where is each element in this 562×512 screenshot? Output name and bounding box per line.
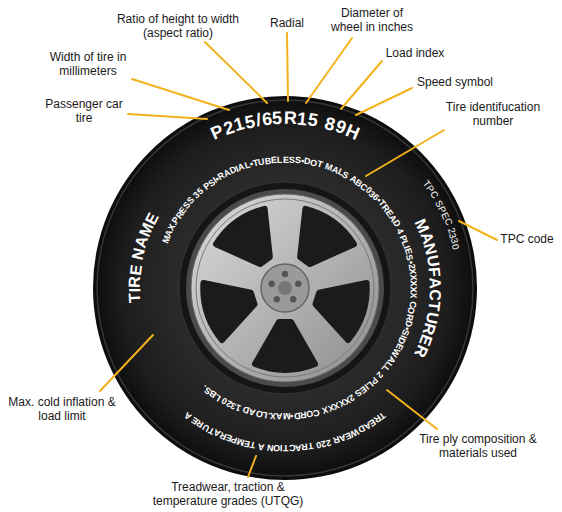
- sidewall-letter: R: [283, 109, 297, 127]
- sidewall-letter: T: [283, 443, 289, 452]
- leader-line: [341, 61, 382, 109]
- tire-name: TIRE NAME: [119, 203, 168, 314]
- leader-line: [306, 38, 352, 103]
- manufacturer-name: MANUFACTURER: [405, 210, 451, 367]
- sidewall-letter: T: [307, 441, 314, 451]
- sidewall-letter: F: [426, 266, 443, 277]
- sidewall-letter: L: [277, 155, 283, 164]
- lug-nut: [295, 281, 301, 287]
- lug-nut: [282, 271, 288, 277]
- callout-label: Passenger car tire: [44, 97, 124, 125]
- sidewall-letter: X: [407, 268, 417, 275]
- sidewall-letter: E: [283, 155, 289, 164]
- sidewall-letter: A: [427, 277, 443, 289]
- wheel-rim: [186, 189, 384, 387]
- sidewall-letter: E: [127, 264, 144, 277]
- callout-label: Treadwear, traction & temperature grades…: [144, 480, 312, 508]
- lug-nut: [290, 296, 296, 302]
- sidewall-letter: T: [316, 160, 324, 170]
- sidewall-letter: E: [271, 156, 278, 165]
- sidewall-letter: N: [267, 443, 274, 453]
- leader-line: [128, 114, 207, 119]
- leader-line: [459, 221, 497, 240]
- spoke-hole: [255, 322, 315, 370]
- sidewall-letter: I: [127, 288, 143, 293]
- sidewall-letter: C: [288, 443, 295, 452]
- center-cap: [278, 281, 292, 295]
- sidewall-letter: O: [273, 443, 280, 452]
- sidewall-letter: 6: [261, 109, 273, 128]
- leader-line: [387, 390, 437, 429]
- rim-lip: [186, 189, 384, 387]
- sidewall-letter: 5: [272, 109, 283, 127]
- sidewall-letter: X: [408, 280, 417, 286]
- callout-label: Load index: [370, 46, 460, 60]
- tread-edge: [97, 100, 473, 476]
- leader-line: [366, 130, 444, 176]
- utqg-marking: TREADWEAR 220 TRACTION A TEMPERATURE A: [179, 406, 391, 457]
- callout-label: TPC code: [496, 232, 558, 246]
- sidewall-letter: I: [280, 443, 283, 452]
- sidewall-letter: C: [427, 289, 444, 301]
- sidewall-letter: M: [283, 411, 291, 420]
- lug-nut: [274, 296, 280, 302]
- leader-line: [287, 33, 288, 101]
- callout-label: Width of tire in millimeters: [46, 50, 130, 78]
- sidewall-letter: 0: [451, 243, 461, 250]
- wheel-hub: [261, 264, 309, 312]
- tire-body: [93, 96, 477, 480]
- spoke-hole: [198, 270, 262, 342]
- sidewall-letter: R: [127, 275, 143, 287]
- tire: [93, 96, 477, 480]
- callout-label: Radial: [257, 16, 317, 30]
- leader-line: [100, 335, 153, 391]
- leader-line: [248, 456, 256, 477]
- tpc-spec: TPC SPEC 2330: [417, 174, 465, 256]
- sidewall-letter: 1: [297, 109, 309, 128]
- sidewall-letter: X: [408, 292, 417, 299]
- leader-line: [356, 88, 412, 115]
- leader-lines: [100, 33, 497, 477]
- sidewall-letter: T: [127, 292, 144, 303]
- sidewall-marking: MAX.PRESS 35 PSI•RADIAL•TUBELESS•DOT MAL…: [157, 151, 422, 425]
- sidewall-letter: D: [293, 411, 300, 421]
- rim-ring: [196, 199, 374, 377]
- leader-line: [205, 42, 267, 103]
- sidewall-letter: S: [289, 156, 295, 165]
- sidewall-letter: R: [299, 410, 307, 420]
- lug-nut: [269, 281, 275, 287]
- spoke-hole: [308, 270, 372, 342]
- sidewall-letter: 5: [307, 111, 320, 130]
- sidewall-letter: B: [264, 156, 272, 166]
- callout-label: Max. cold inflation & load limit: [6, 395, 118, 423]
- sidewall-letter: A: [257, 441, 265, 451]
- sidewall-letter: U: [424, 254, 442, 268]
- callout-label: Tire identifucation number: [437, 100, 549, 128]
- sidewall-letter: X: [408, 274, 417, 281]
- sidewall-letter: A: [276, 411, 283, 420]
- leader-line: [132, 79, 229, 110]
- callout-label: Diameter of wheel in inches: [326, 6, 418, 34]
- callout-label: Speed symbol: [405, 75, 505, 89]
- tire-bead: [179, 182, 391, 394]
- callout-label: Ratio of height to width (aspect ratio): [106, 12, 251, 40]
- callout-label: Tire ply composition & materials used: [416, 432, 541, 460]
- sidewall-letter: X: [408, 286, 417, 292]
- sidewall-letter: X: [270, 411, 277, 421]
- sidewall-letter: A: [295, 443, 302, 453]
- rim-face: [191, 194, 379, 382]
- tire-size-code: P215/65R15 89H: [199, 100, 370, 150]
